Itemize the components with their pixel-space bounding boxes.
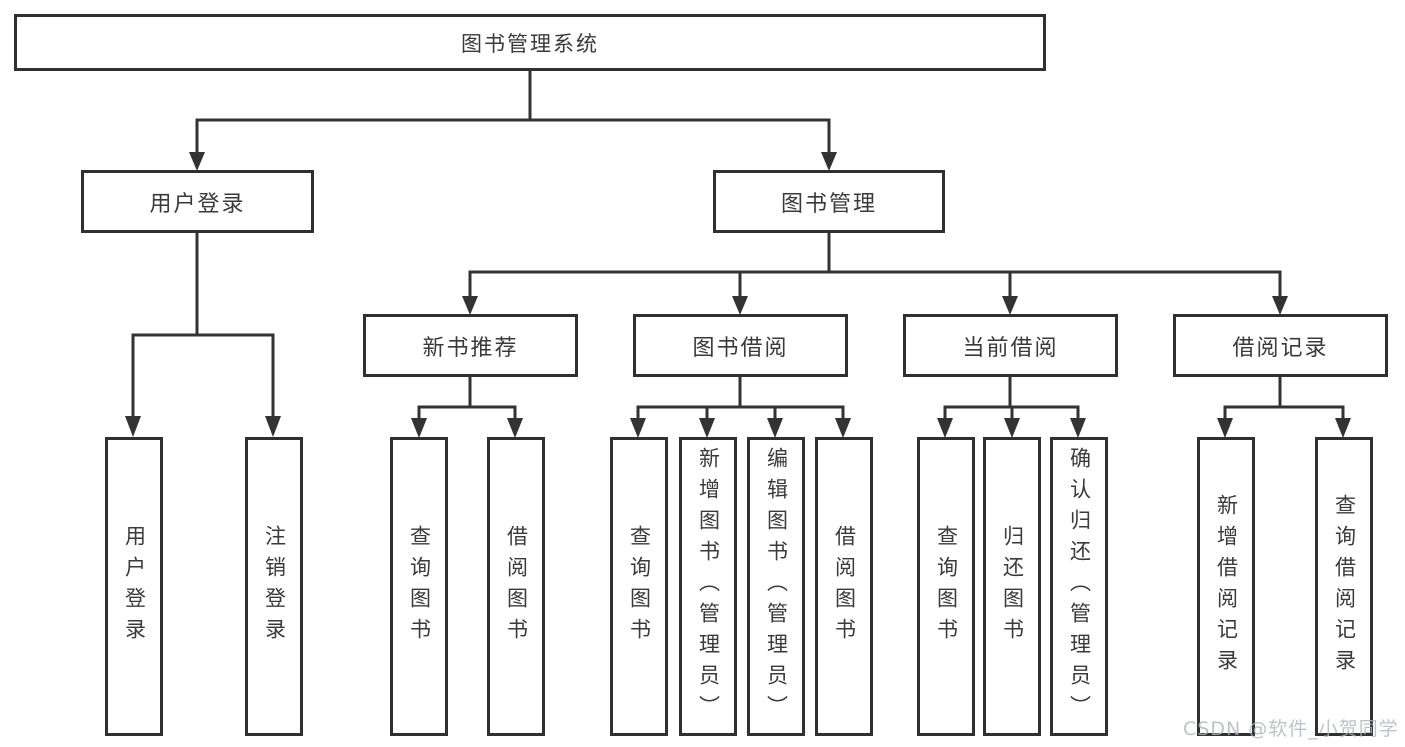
leaf-user-login-label: 用户登录 <box>122 524 147 649</box>
leaf-add-book-admin: 新增图书（管理员） <box>679 437 737 736</box>
leaf-recommend-query-book-label: 查询图书 <box>407 524 432 649</box>
leaf-query-borrow-record-label: 查询借阅记录 <box>1332 493 1357 680</box>
leaf-confirm-return-admin: 确认归还（管理员） <box>1050 437 1108 736</box>
node-borrow-record: 借阅记录 <box>1173 314 1388 377</box>
leaf-add-book-admin-label: 新增图书（管理员） <box>696 447 721 726</box>
leaf-borrow-book: 借阅图书 <box>815 437 873 736</box>
leaf-user-login: 用户登录 <box>105 437 163 736</box>
leaf-add-borrow-record-label: 新增借阅记录 <box>1214 493 1239 680</box>
node-book-borrow: 图书借阅 <box>633 314 848 377</box>
node-root-system: 图书管理系统 <box>14 14 1046 71</box>
leaf-query-borrow-record: 查询借阅记录 <box>1315 437 1373 736</box>
node-new-book-recommend: 新书推荐 <box>363 314 578 377</box>
node-book-management: 图书管理 <box>713 170 945 233</box>
leaf-return-book: 归还图书 <box>983 437 1041 736</box>
leaf-confirm-return-admin-label: 确认归还（管理员） <box>1067 447 1092 726</box>
leaf-edit-book-admin-label: 编辑图书（管理员） <box>764 447 789 726</box>
csdn-watermark: CSDN @软件_小贺同学 <box>1183 718 1399 740</box>
node-new-book-recommend-label: 新书推荐 <box>422 335 519 361</box>
node-user-login-label: 用户登录 <box>149 191 246 217</box>
leaf-current-query-book: 查询图书 <box>917 437 975 736</box>
leaf-return-book-label: 归还图书 <box>1000 524 1025 649</box>
leaf-recommend-borrow-book-label: 借阅图书 <box>504 524 529 649</box>
leaf-borrow-query-book: 查询图书 <box>610 437 668 736</box>
leaf-logout-label: 注销登录 <box>262 524 287 649</box>
node-book-management-label: 图书管理 <box>780 191 877 217</box>
leaf-logout: 注销登录 <box>245 437 303 736</box>
node-root-system-label: 图书管理系统 <box>461 31 599 56</box>
node-book-borrow-label: 图书借阅 <box>692 335 789 361</box>
leaf-recommend-query-book: 查询图书 <box>390 437 448 736</box>
node-user-login: 用户登录 <box>81 170 314 233</box>
leaf-add-borrow-record: 新增借阅记录 <box>1197 437 1255 736</box>
leaf-edit-book-admin: 编辑图书（管理员） <box>747 437 805 736</box>
leaf-borrow-book-label: 借阅图书 <box>832 524 857 649</box>
arrowhead-icons <box>125 152 1351 438</box>
leaf-current-query-book-label: 查询图书 <box>934 524 959 649</box>
node-borrow-record-label: 借阅记录 <box>1232 335 1329 361</box>
node-current-borrow: 当前借阅 <box>903 314 1118 377</box>
node-current-borrow-label: 当前借阅 <box>962 335 1059 361</box>
leaf-borrow-query-book-label: 查询图书 <box>627 524 652 649</box>
leaf-recommend-borrow-book: 借阅图书 <box>487 437 545 736</box>
